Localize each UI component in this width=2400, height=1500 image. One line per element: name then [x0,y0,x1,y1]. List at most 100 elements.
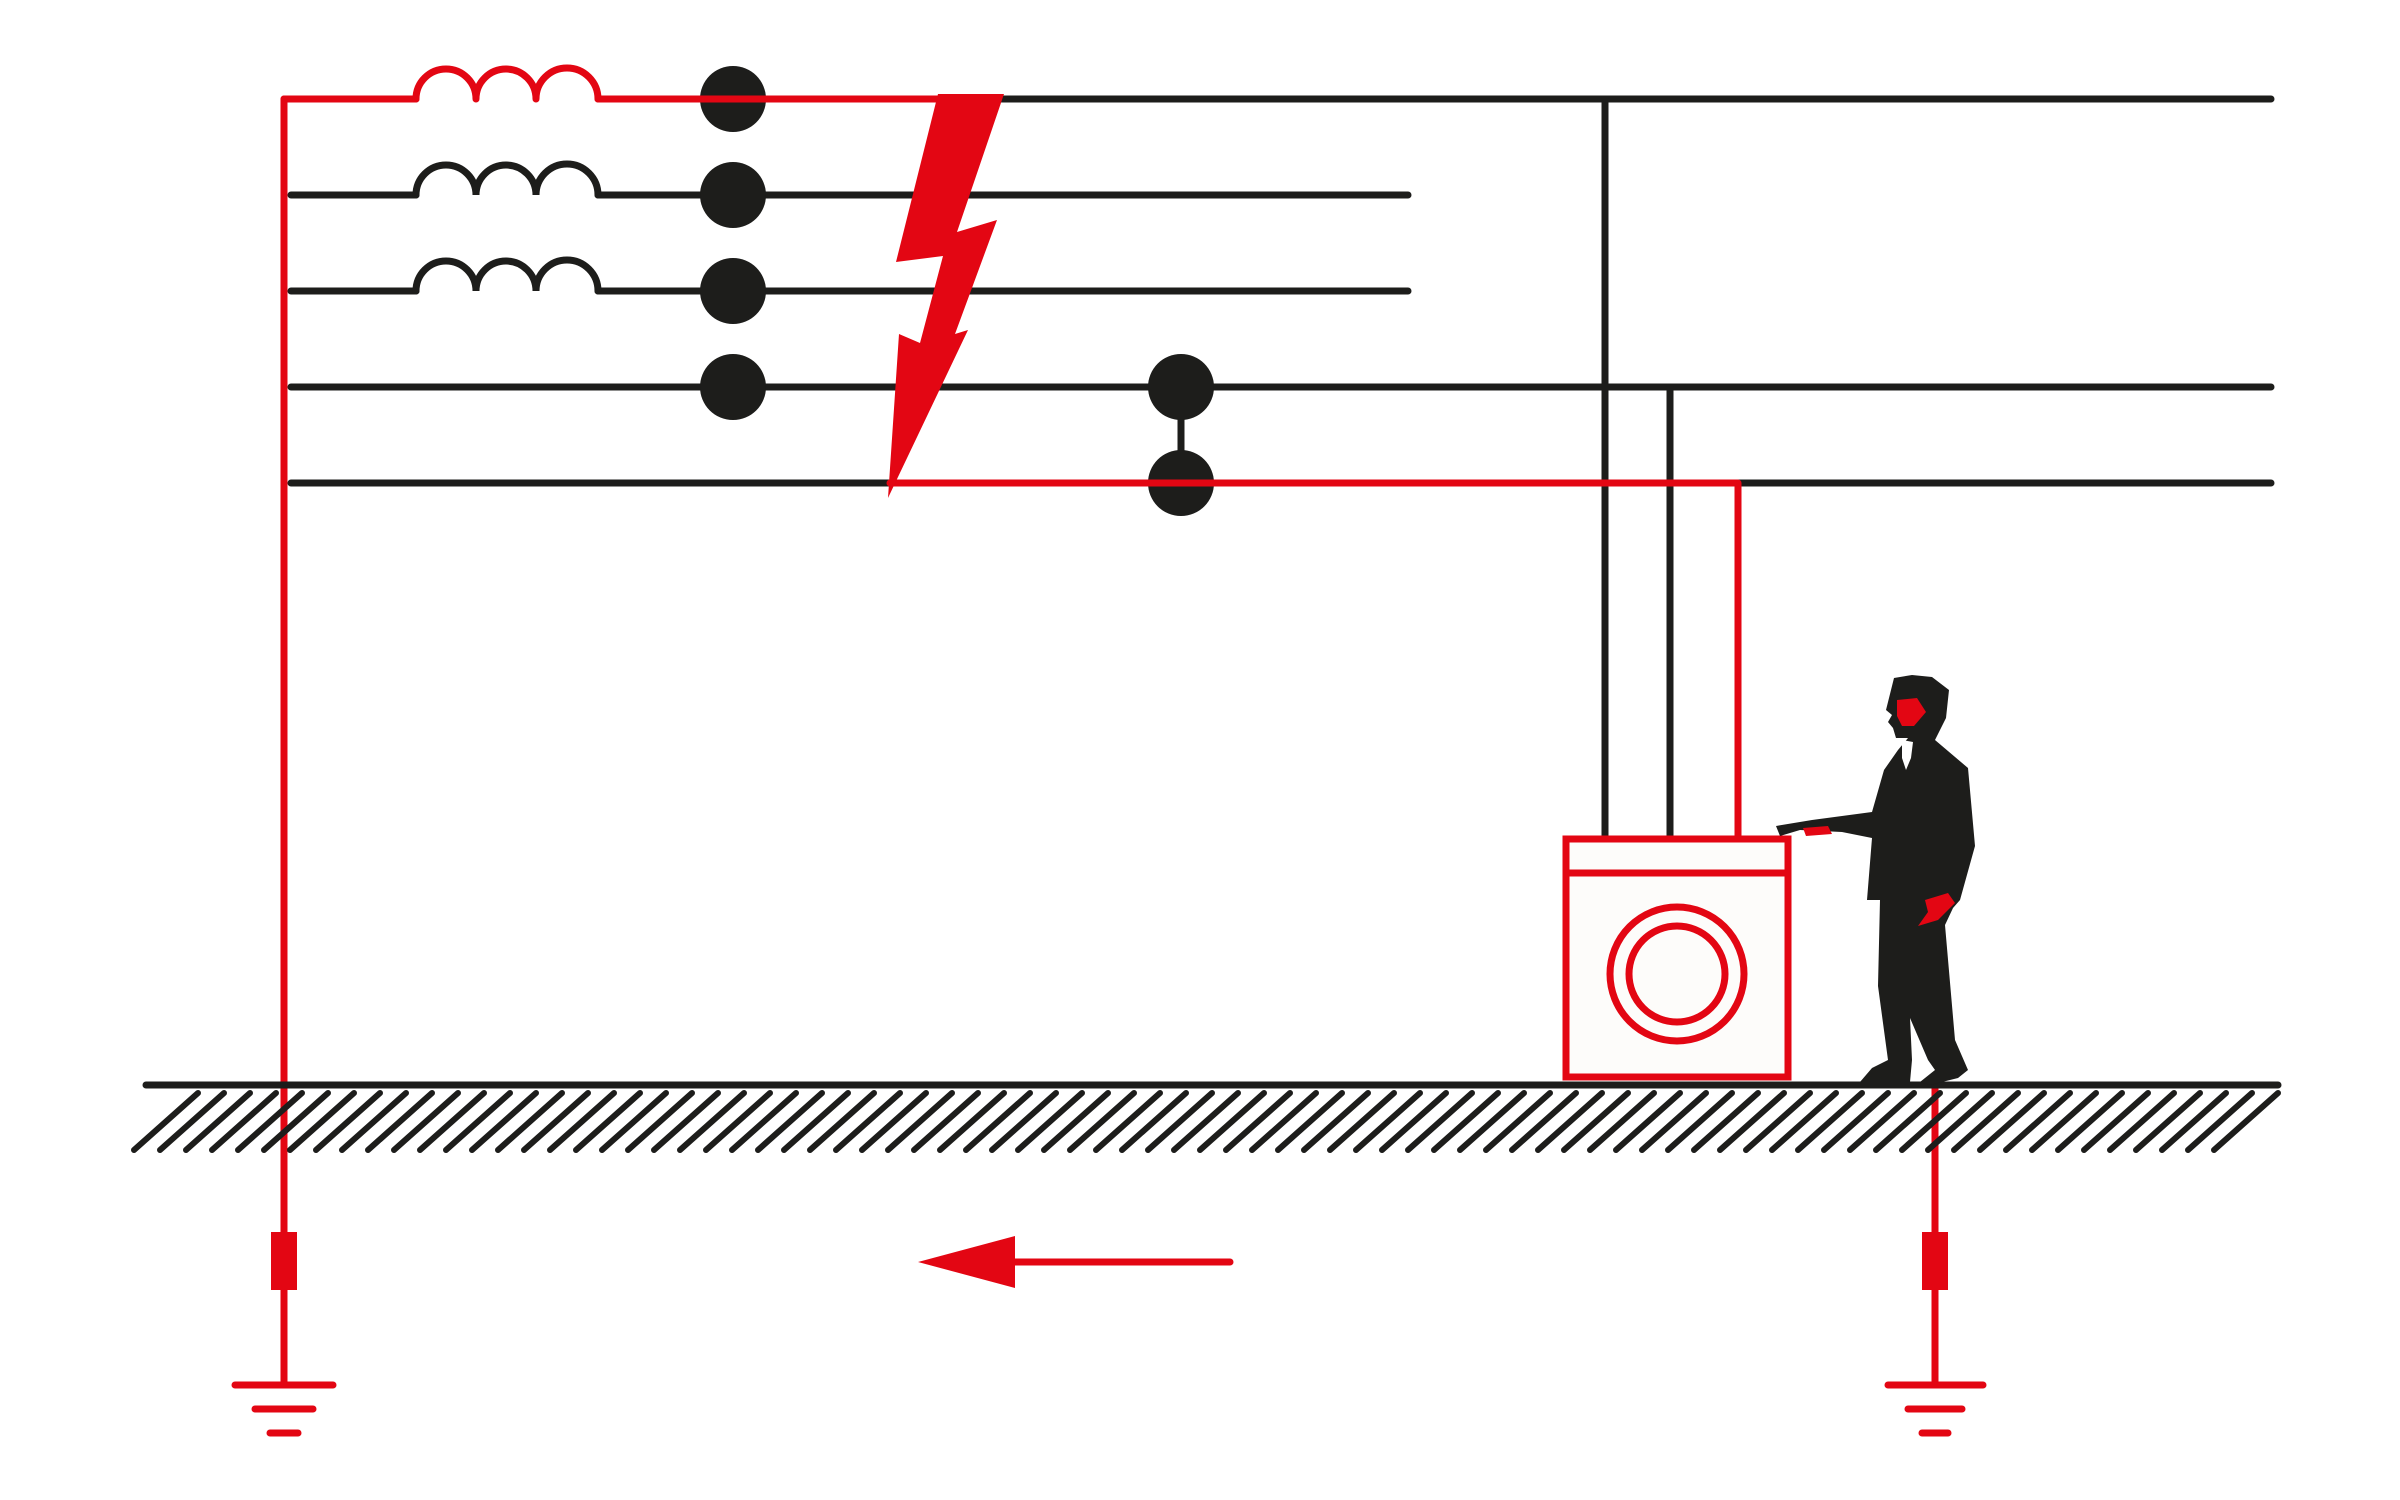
soil-hatch-line [157,1090,227,1153]
soil-hatch-line [1743,1090,1813,1153]
soil-hatch-line [755,1090,825,1153]
soil-hatch-line [1639,1090,1709,1153]
soil-hatch-line [391,1090,461,1153]
soil-hatch-line [1431,1090,1501,1153]
soil-hatch-line [235,1090,305,1153]
soil-hatch-line [1379,1090,1449,1153]
soil-hatch-line [2211,1090,2281,1153]
soil-hatch-line [2107,1090,2177,1153]
soil-hatch-line [1665,1090,1735,1153]
soil-hatch-line [1821,1090,1891,1153]
soil-hatch-line [651,1090,721,1153]
soil-hatch-line [703,1090,773,1153]
soil-hatch-line [599,1090,669,1153]
soil-hatch-line [443,1090,513,1153]
soil-hatch-line [781,1090,851,1153]
ground-surface [131,1081,2282,1153]
soil-hatch-line [2003,1090,2073,1153]
soil-hatch-line [1223,1090,1293,1153]
installation-earth-resistor [1922,1232,1948,1290]
soil-hatch-line [1691,1090,1761,1153]
soil-hatch-line [1561,1090,1631,1153]
soil-hatch-line [807,1090,877,1153]
soil-hatch-line [1847,1090,1917,1153]
soil-hatch-line [287,1090,357,1153]
soil-hatch-line [261,1090,331,1153]
soil-hatch-line [1067,1090,1137,1153]
conductor-group [287,95,2275,840]
soil-hatching [131,1090,2281,1153]
soil-hatch-line [1717,1090,1787,1153]
soil-hatch-line [131,1090,201,1153]
soil-hatch-line [2029,1090,2099,1153]
soil-hatch-line [1483,1090,1553,1153]
soil-hatch-line [2133,1090,2203,1153]
soil-hatch-line [1327,1090,1397,1153]
soil-hatch-line [1587,1090,1657,1153]
current-direction-arrow [918,1236,1234,1288]
soil-hatch-line [1249,1090,1319,1153]
soil-hatch-line [1015,1090,1085,1153]
soil-hatch-line [209,1090,279,1153]
soil-hatch-line [1951,1090,2021,1153]
soil-hatch-line [1301,1090,1371,1153]
lightning-bolt-icon [888,94,1004,498]
soil-hatch-line [911,1090,981,1153]
soil-hatch-line [1405,1090,1475,1153]
soil-hatch-line [313,1090,383,1153]
soil-hatch-line [1041,1090,1111,1153]
soil-hatch-line [1977,1090,2047,1153]
soil-hatch-line [573,1090,643,1153]
transformer-windings [412,160,602,295]
soil-hatch-line [521,1090,591,1153]
soil-hatch-line [1093,1090,1163,1153]
soil-hatch-line [1457,1090,1527,1153]
soil-hatch-line [1769,1090,1839,1153]
soil-hatch-line [2081,1090,2151,1153]
washing-machine-icon [1562,835,1792,1081]
soil-hatch-line [547,1090,617,1153]
soil-hatch-line [2185,1090,2255,1153]
soil-hatch-line [1873,1090,1943,1153]
soil-hatch-line [1171,1090,1241,1153]
earth-symbol-icon [1884,1381,1987,1437]
soil-hatch-line [625,1090,695,1153]
soil-hatch-line [1899,1090,1969,1153]
terminal-bridge-top [1148,354,1214,420]
winding-l1 [412,64,602,103]
soil-hatch-line [2055,1090,2125,1153]
winding-l3 [412,256,602,295]
soil-hatch-line [495,1090,565,1153]
source-earth-resistor [271,1232,297,1290]
soil-hatch-line [989,1090,1059,1153]
soil-hatch-line [1353,1090,1423,1153]
soil-hatch-line [183,1090,253,1153]
soil-hatch-line [417,1090,487,1153]
soil-hatch-line [2159,1090,2229,1153]
soil-hatch-line [1145,1090,1215,1153]
fault-pe-line [886,479,1742,840]
soil-hatch-line [365,1090,435,1153]
soil-hatch-line [937,1090,1007,1153]
terminal-n [700,354,766,420]
soil-hatch-line [1197,1090,1267,1153]
soil-hatch-line [833,1090,903,1153]
soil-hatch-line [1535,1090,1605,1153]
fault-path [280,64,1939,1386]
terminal-l3 [700,258,766,324]
soil-hatch-line [1613,1090,1683,1153]
earth-symbol-icon [231,1381,337,1437]
soil-hatch-line [1275,1090,1345,1153]
winding-l2 [412,160,602,199]
soil-hatch-line [885,1090,955,1153]
soil-hatch-line [963,1090,1033,1153]
soil-hatch-line [1925,1090,1995,1153]
person-icon [1776,675,1975,1085]
soil-hatch-line [1795,1090,1865,1153]
soil-hatch-line [1509,1090,1579,1153]
soil-hatch-line [339,1090,409,1153]
soil-hatch-line [677,1090,747,1153]
soil-hatch-line [859,1090,929,1153]
